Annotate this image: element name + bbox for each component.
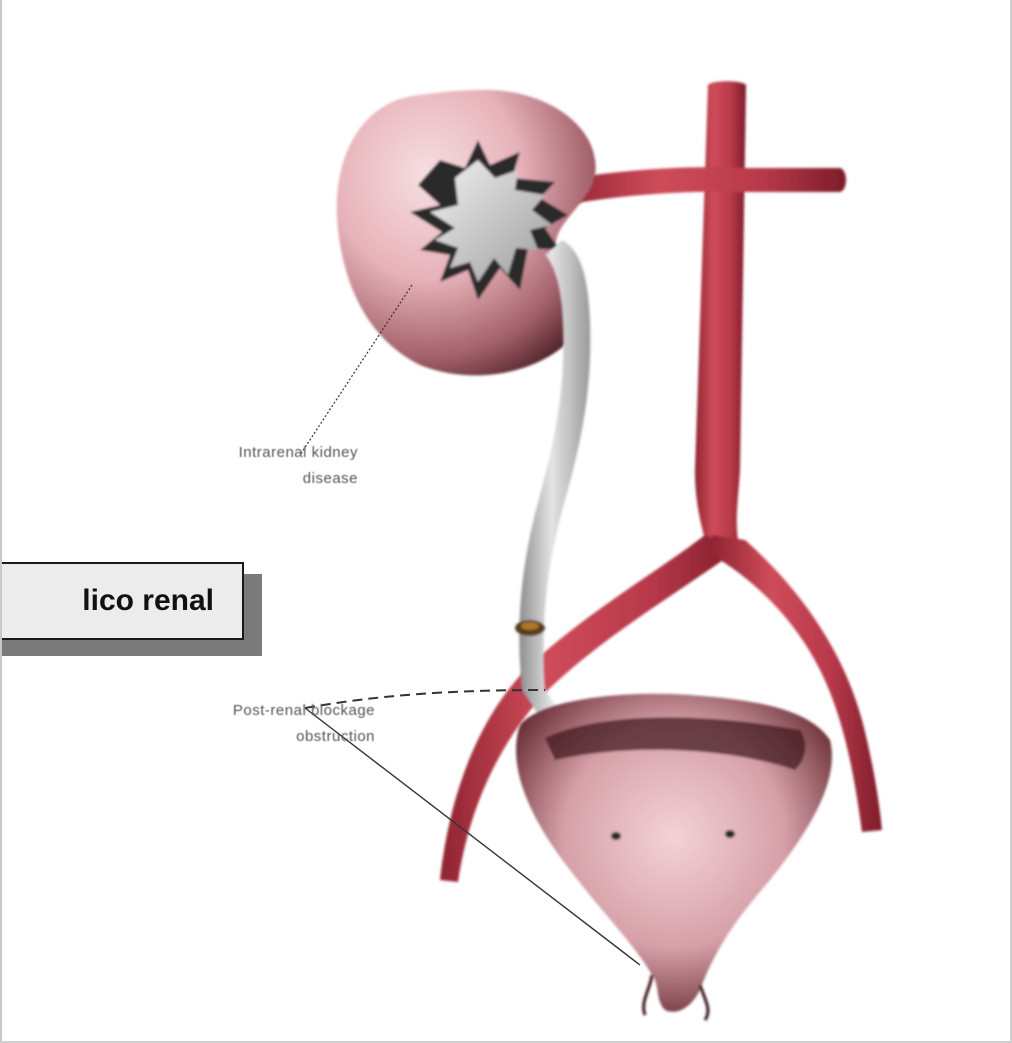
ureteral-orifice-left: [611, 832, 621, 840]
bladder: [516, 694, 832, 1020]
label-intrarenal-line-1: Intrarenal kidney: [238, 440, 358, 466]
label-postrenal-line-2: obstruction: [225, 724, 375, 750]
caption-text: lico renal: [82, 584, 214, 618]
label-postrenal-blockage: Post-renal blockage obstruction: [225, 698, 375, 750]
kidney: [337, 90, 596, 375]
ureteral-orifice-right: [725, 830, 735, 838]
label-intrarenal-line-2: disease: [238, 466, 358, 492]
caption-box: lico renal: [0, 562, 244, 640]
label-postrenal-line-1: Post-renal blockage: [225, 698, 375, 724]
label-intrarenal-kidney-disease: Intrarenal kidney disease: [238, 440, 358, 492]
frame-left-edge: [0, 0, 2, 1043]
